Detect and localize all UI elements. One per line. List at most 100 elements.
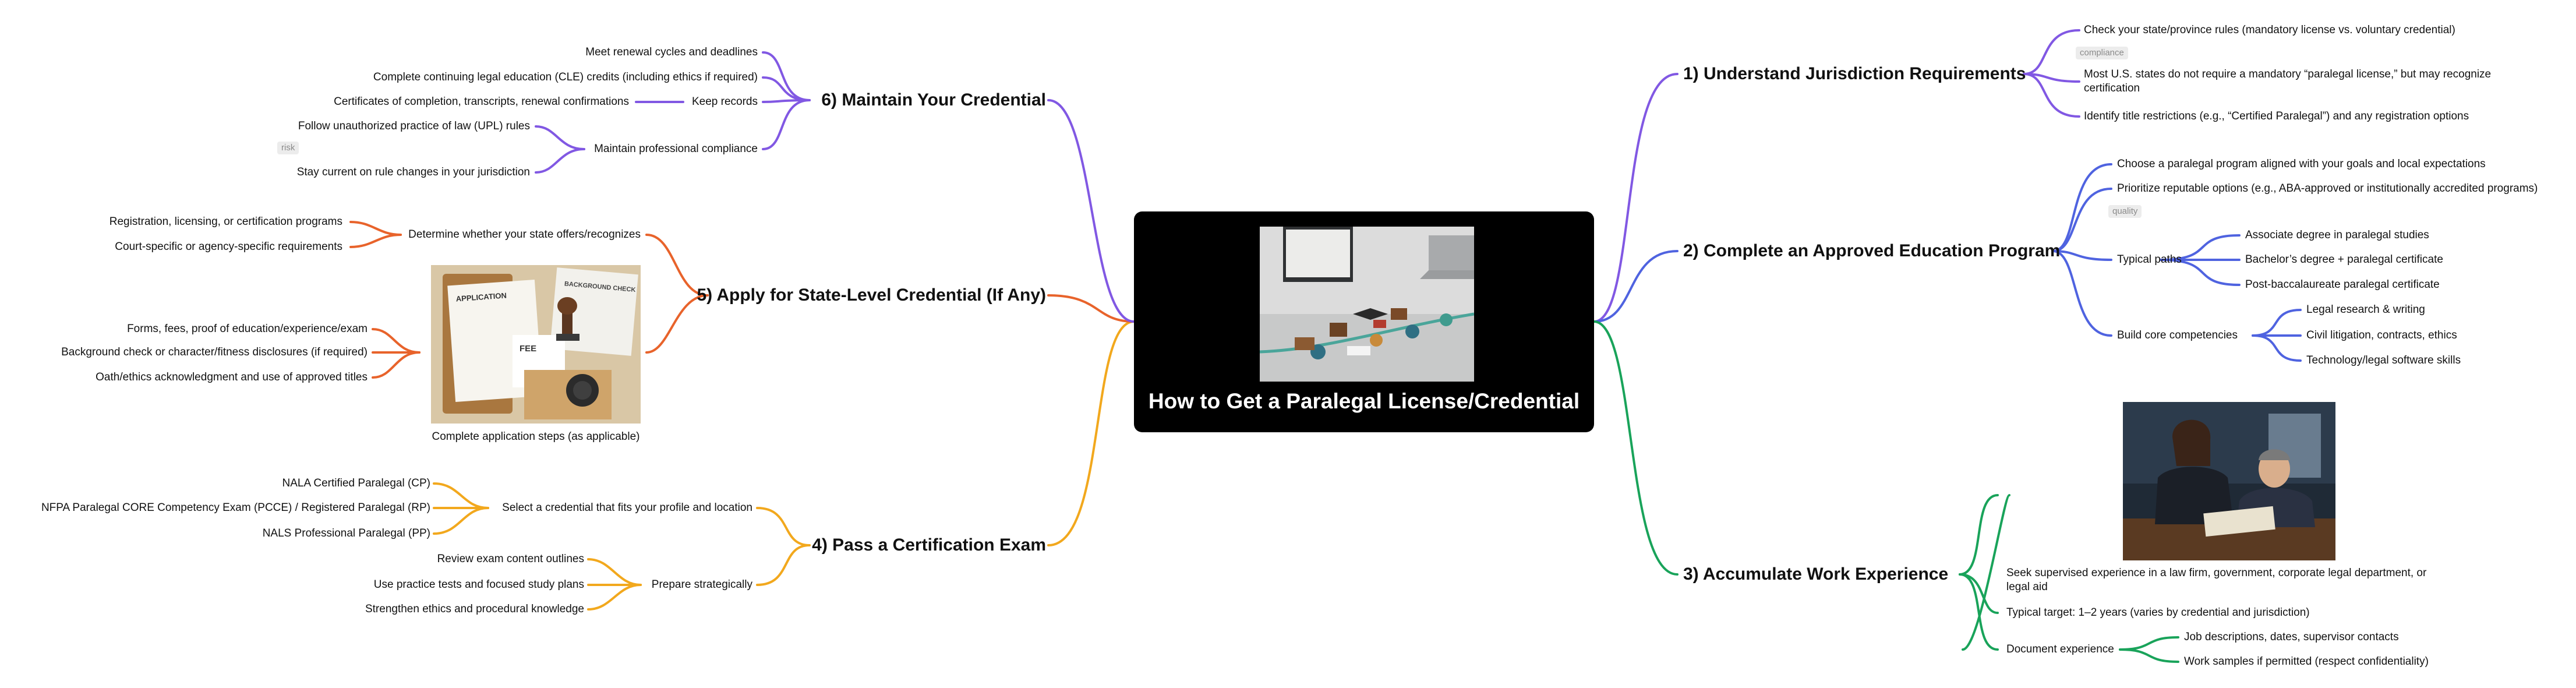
determine-label: Determine whether your state offers/reco… [408,228,641,241]
document-item: Work samples if permitted (respect confi… [2184,655,2429,668]
connector [762,76,811,101]
connector-b6 [1047,99,1135,323]
b6-item: Meet renewal cycles and deadlines [585,46,758,58]
document-experience-label: Document experience [2006,643,2114,655]
application-caption: Complete application steps (as applicabl… [432,431,640,443]
connector [349,221,402,236]
connector [535,125,585,150]
b2-item: Choose a paralegal program aligned with … [2117,158,2486,170]
connector-b5 [1047,294,1135,323]
risk-tag: risk [277,142,299,154]
connector [2023,29,2080,75]
root-connectors [1047,73,1679,576]
connector [762,99,811,103]
b3-item: Typical target: 1–2 years (varies by cre… [2006,606,2310,619]
keep-records-label: Keep records [691,96,758,108]
connector [2052,250,2112,261]
competency-item: Legal research & writing [2306,304,2425,316]
prepare-item: Use practice tests and focused study pla… [373,578,584,591]
connector-b4 [1047,320,1135,546]
fee-form-text: FEE [520,344,536,354]
compliance-item: Stay current on rule changes in your jur… [296,166,530,178]
application-item: Forms, fees, proof of education/experien… [127,323,368,335]
connector [756,507,811,546]
connector [1962,494,2010,651]
connector [433,507,489,535]
application-form-text: APPLICATION [455,291,507,303]
credential-item: NALS Professional Paralegal (PP) [262,527,430,539]
connector [2119,648,2179,663]
connector [762,99,811,150]
path-item: Post-baccalaureate paralegal certificate [2245,278,2440,291]
typical-paths-label: Typical paths [2117,253,2182,266]
branch-5-title[interactable]: 5) Apply for State-Level Credential (If … [697,285,1046,305]
root-node[interactable]: How to Get a Paralegal License/Credentia… [1134,211,1594,432]
connector [1959,573,1999,651]
application-item: Background check or character/fitness di… [61,346,368,358]
b3-item: Seek supervised experience in a law firm… [2006,567,2427,593]
branch-2-title[interactable]: 2) Complete an Approved Education Progra… [1683,241,2061,260]
connector [2252,309,2302,337]
application-item: Oath/ethics acknowledgment and use of ap… [96,371,368,383]
b6-item: Complete continuing legal education (CLE… [373,71,758,83]
connector [433,482,489,509]
core-competencies-label: Build core competencies [2117,329,2238,341]
select-credential-label: Select a credential that fits your profi… [502,502,752,514]
connector [645,234,709,297]
connector [2052,188,2112,252]
connector-b2 [1593,250,1679,323]
competency-item: Technology/legal software skills [2306,354,2461,366]
compliance-item: Follow unauthorized practice of law (UPL… [298,120,530,132]
branch-4-title[interactable]: 4) Pass a Certification Exam [812,535,1046,555]
connector [2160,259,2241,286]
b1-item: Check your state/province rules (mandato… [2084,24,2455,36]
records-item: Certificates of completion, transcripts,… [334,96,629,108]
connector [2052,250,2112,337]
document-item: Job descriptions, dates, supervisor cont… [2184,631,2399,643]
connector [349,234,402,248]
b6-connectors [535,51,811,174]
connector [587,558,642,586]
b1-connectors [2023,29,2080,118]
application-documents-seal-photo-icon: APPLICATION BACKGROUND CHECK FEE [431,265,641,424]
branch-6-title[interactable]: 6) Maintain Your Credential [821,90,1046,110]
compliance-tag: compliance [2076,47,2128,59]
connector [756,544,811,586]
credential-item: NFPA Paralegal CORE Competency Exam (PCC… [41,502,430,514]
branch-1-title[interactable]: 1) Understand Jurisdiction Requirements [1683,64,2026,83]
determine-item: Court-specific or agency-specific requir… [115,241,342,253]
path-item: Associate degree in paralegal studies [2245,229,2429,241]
connector-b1 [1593,73,1679,323]
connector [372,351,421,379]
b2-item: Prioritize reputable options (e.g., ABA-… [2117,182,2538,195]
connector [2252,334,2302,362]
connector [587,584,642,611]
prepare-item: Strengthen ethics and procedural knowled… [365,603,584,615]
connector [372,328,421,354]
b4-connectors [433,482,811,611]
credential-item: NALA Certified Paralegal (CP) [282,477,431,489]
root-title: How to Get a Paralegal License/Credentia… [1148,389,1580,413]
b1-item: Identify title restrictions (e.g., “Cert… [2084,110,2469,122]
branch-3-title[interactable]: 3) Accumulate Work Experience [1683,564,1949,584]
path-item: Bachelor’s degree + paralegal certificat… [2245,253,2443,266]
determine-item: Registration, licensing, or certificatio… [109,216,342,228]
connector [2119,636,2179,651]
connector [1959,494,1999,576]
b3-connectors [1959,494,2179,663]
b5-connectors [349,221,709,379]
competency-item: Civil litigation, contracts, ethics [2306,329,2457,341]
desk-certification-illustration-icon [1260,227,1474,382]
connector-b3 [1593,320,1679,576]
prepare-strategically-label: Prepare strategically [651,578,752,591]
connector [2023,73,2080,118]
connector [645,294,709,354]
b2-connectors [2052,163,2302,362]
quality-tag: quality [2108,205,2142,218]
compliance-label: Maintain professional compliance [594,143,758,155]
prepare-item: Review exam content outlines [437,553,584,565]
b1-item: Most U.S. states do not require a mandat… [2084,68,2492,94]
connector [535,148,585,174]
office-mentoring-photo-icon [2123,402,2335,560]
